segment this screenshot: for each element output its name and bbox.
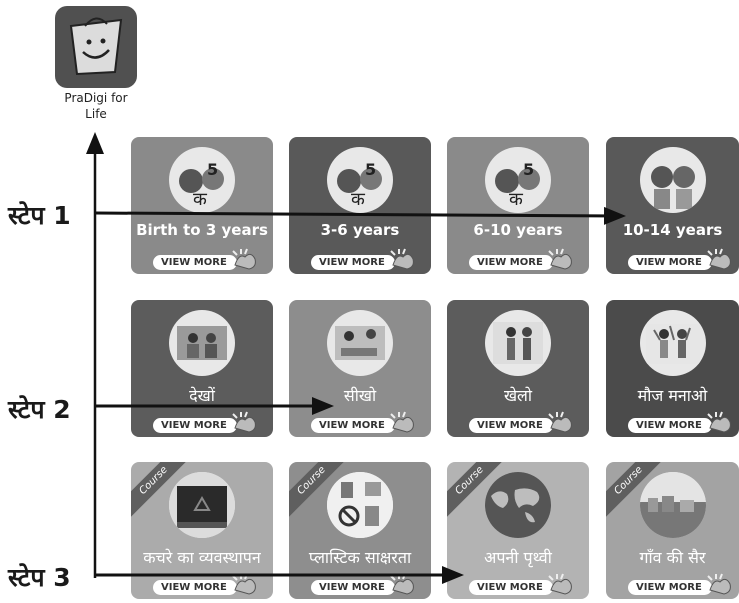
card-title: सीखो [343, 386, 377, 405]
view-more-button[interactable]: VIEW MORE [153, 580, 237, 595]
app-launcher[interactable]: PraDigi for Life [55, 6, 137, 122]
card-title: गाँव की सैर [639, 548, 706, 567]
card-title: देखों [189, 386, 215, 405]
app-name-line1: PraDigi for [64, 91, 128, 105]
pointing-hand-icon [232, 248, 256, 270]
view-more-button[interactable]: VIEW MORE [469, 580, 553, 595]
pointing-hand-icon [707, 248, 731, 270]
play-activity-icon [485, 310, 551, 376]
view-more-button[interactable]: VIEW MORE [153, 418, 237, 433]
card-village-tour[interactable]: Course गाँव की सैर VIEW MORE [606, 462, 739, 599]
pointing-hand-icon [707, 573, 731, 595]
view-more-button[interactable]: VIEW MORE [311, 418, 395, 433]
learn-activity-icon [327, 310, 393, 376]
kids-avatar-icon [639, 147, 706, 213]
card-our-earth[interactable]: Course अपनी पृथ्वी VIEW MORE [447, 462, 589, 599]
svg-text:क: क [193, 189, 208, 210]
card-title: 6-10 years [473, 221, 563, 239]
card-mauj-manao[interactable]: मौज मनाओ VIEW MORE [606, 300, 739, 437]
world-map-icon [485, 472, 551, 538]
card-title: Birth to 3 years [136, 221, 268, 239]
step-1-arrow [94, 206, 626, 225]
pointing-hand-icon [548, 573, 572, 595]
card-title: अपनी पृथ्वी [484, 548, 552, 567]
view-more-button[interactable]: VIEW MORE [311, 580, 395, 595]
view-more-button[interactable]: VIEW MORE [628, 418, 712, 433]
card-dekho[interactable]: देखों VIEW MORE [131, 300, 273, 437]
view-more-button[interactable]: VIEW MORE [628, 580, 712, 595]
card-title: मौज मनाओ [637, 386, 708, 405]
pointing-hand-icon [548, 248, 572, 270]
pointing-hand-icon [707, 411, 731, 433]
card-seekho[interactable]: सीखो VIEW MORE [289, 300, 431, 437]
card-10-14[interactable]: 10-14 years VIEW MORE [606, 137, 739, 274]
card-khelo[interactable]: खेलो VIEW MORE [447, 300, 589, 437]
view-more-button[interactable]: VIEW MORE [469, 418, 553, 433]
pointing-hand-icon [548, 411, 572, 433]
card-title: 3-6 years [320, 221, 400, 239]
view-more-button[interactable]: VIEW MORE [153, 255, 237, 270]
svg-text:5: 5 [207, 160, 218, 179]
pointing-hand-icon [390, 248, 414, 270]
step-2-label: स्टेप 2 [8, 395, 71, 424]
svg-text:क: क [351, 189, 366, 210]
step-1-label: स्टेप 1 [8, 201, 71, 230]
app-name: PraDigi for Life [55, 90, 137, 122]
smiley-bag-icon[interactable] [55, 6, 137, 88]
svg-text:क: क [509, 189, 524, 210]
view-more-button[interactable]: VIEW MORE [628, 255, 712, 270]
card-title: 10-14 years [622, 221, 723, 239]
step-3-label: स्टेप 3 [8, 563, 71, 592]
recycle-bin-icon [169, 472, 235, 538]
svg-text:5: 5 [365, 160, 376, 179]
card-title: खेलो [503, 386, 533, 405]
app-name-line2: Life [85, 107, 107, 121]
svg-text:5: 5 [523, 160, 534, 179]
card-title: प्लास्टिक साक्षरता [308, 548, 412, 567]
celebrate-activity-icon [639, 310, 706, 376]
pointing-hand-icon [232, 573, 256, 595]
view-more-button[interactable]: VIEW MORE [469, 255, 553, 270]
card-title: कचरे का व्यवस्थापन [143, 548, 261, 567]
watch-activity-icon [169, 310, 235, 376]
pointing-hand-icon [232, 411, 256, 433]
no-plastic-icon [327, 472, 393, 538]
view-more-button[interactable]: VIEW MORE [311, 255, 395, 270]
pointing-hand-icon [390, 411, 414, 433]
